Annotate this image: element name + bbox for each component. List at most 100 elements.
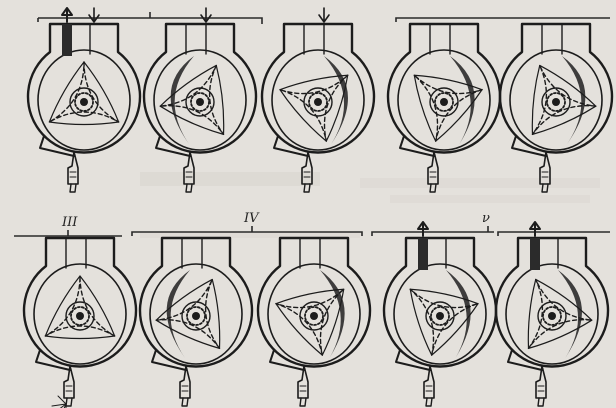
spark-plug-icon [297, 365, 309, 399]
spark-plug-threads [65, 385, 73, 392]
housing-outline [382, 236, 498, 368]
chamber-outline [37, 49, 131, 151]
rotor [531, 64, 597, 136]
rotor [159, 64, 225, 136]
combustion-region [324, 56, 348, 144]
port-walls [185, 23, 207, 55]
rotor-flank [155, 278, 213, 321]
housing-outline [494, 236, 610, 368]
spark-plug-icon [183, 151, 195, 185]
shaft-ring-outer [537, 301, 567, 331]
stage-label-v: ν [482, 211, 490, 226]
combustion-region [446, 270, 471, 358]
engine-1-2 [142, 7, 258, 193]
spark-plug-threads [299, 385, 307, 392]
shaft-ring-outer [425, 301, 455, 331]
rotor-flank [79, 275, 116, 337]
intake-arrow-icon [200, 7, 212, 23]
shaft-ring-inner [70, 306, 90, 326]
spark-ray [63, 403, 67, 408]
chamber-outline [149, 263, 243, 365]
shaft-ring-inner [430, 306, 450, 326]
spark-plug-tip [65, 397, 73, 407]
shaft-center [196, 98, 204, 106]
shaft-ring-outer [185, 87, 215, 117]
exhaust-port-shaded [530, 238, 540, 270]
shaft-center [310, 312, 318, 320]
shaft-ring-inner [542, 306, 562, 326]
shaft-center [440, 98, 448, 106]
housing-outline [26, 22, 142, 154]
combustion-region [558, 270, 582, 358]
spark-plug-tip [69, 183, 77, 193]
spark-ray [59, 403, 67, 408]
rotor-flank [435, 89, 483, 142]
rotor-flank [48, 121, 120, 126]
rotor-flank [159, 105, 225, 135]
stage-label-iv: IV [243, 211, 260, 226]
rotor-flank [325, 74, 349, 142]
housing-outline [142, 22, 258, 154]
spark-plug-tip [185, 183, 193, 193]
engine-2-2 [138, 236, 254, 407]
rotor-flank [413, 74, 483, 91]
shaft-ring-inner [304, 306, 324, 326]
rotor [48, 61, 120, 123]
chamber-outline [267, 263, 361, 365]
spark-plug-icon [427, 151, 439, 185]
spark-plug-tip [299, 397, 307, 407]
spark-plug-threads [541, 171, 549, 178]
housing-lip [273, 135, 309, 157]
rotor-flank [83, 61, 120, 123]
rotor [409, 288, 479, 356]
housing-lip [155, 135, 191, 157]
spark-plug-tip [303, 183, 311, 193]
housing-outline [256, 236, 372, 368]
port-walls [65, 237, 87, 269]
spark-plug-threads [537, 385, 545, 392]
rotor-flank [159, 64, 217, 107]
housing-lip [399, 135, 435, 157]
shaft-ring-outer [303, 87, 333, 117]
port-walls [541, 23, 563, 55]
shaft-center [548, 312, 556, 320]
housing-lip [151, 349, 187, 371]
shaft-ring-inner [190, 92, 210, 112]
engine-2-1 [22, 236, 138, 408]
rotor [279, 74, 349, 142]
engine-1-5 [498, 22, 614, 193]
shaft-ring-inner [434, 92, 454, 112]
housing-outline [22, 236, 138, 368]
exhaust-port-shaded [62, 24, 72, 56]
port-walls [429, 23, 451, 55]
rotor-flank [531, 105, 597, 135]
rotor-flank [409, 288, 479, 305]
spark-plug-icon [423, 365, 435, 399]
spark-ray [57, 395, 67, 405]
shaft-ring-outer [69, 87, 99, 117]
rotor-flank [275, 303, 323, 356]
shaft-center [80, 98, 88, 106]
housing-outline [498, 22, 614, 154]
combustion-region [450, 56, 475, 144]
chamber-outline [393, 263, 487, 365]
rotor [275, 288, 345, 356]
exhaust-arrow-icon [61, 7, 73, 23]
port-walls [303, 23, 325, 55]
chamber-outline [397, 49, 491, 151]
housing-lip [511, 135, 547, 157]
intake-arrow-icon [88, 7, 100, 23]
spark-plug-threads [185, 171, 193, 178]
housing-outline [260, 22, 376, 154]
shaft-center [314, 98, 322, 106]
rotor [155, 278, 221, 350]
rotor-flank [409, 288, 433, 356]
rotor-flank [413, 74, 437, 142]
engine-2-5 [494, 221, 610, 407]
engine-2-3 [256, 236, 372, 407]
shaft-ring-inner [186, 306, 206, 326]
combustion-region [166, 270, 190, 358]
engine-sequence [22, 7, 614, 408]
